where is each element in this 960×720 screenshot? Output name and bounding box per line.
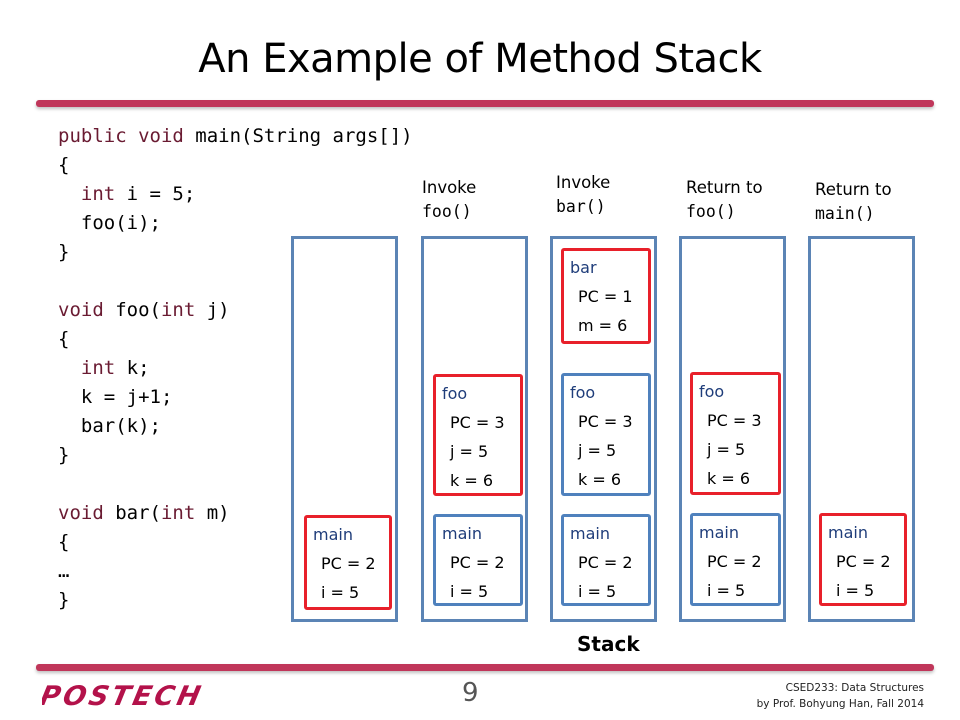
- frame-name: foo: [699, 382, 725, 401]
- code-line: }: [58, 444, 70, 466]
- frame-main: main PC = 2 i = 5: [819, 513, 907, 606]
- frame-name: main: [442, 524, 482, 543]
- frame-main: main PC = 2 i = 5: [561, 514, 651, 606]
- caption-invoke-foo: Invoke foo(): [422, 176, 476, 224]
- caption-text: Return to: [686, 178, 763, 197]
- frame-line: j = 5: [707, 440, 746, 459]
- frame-name: foo: [570, 383, 596, 402]
- frame-line: PC = 2: [321, 554, 376, 573]
- frame-line: i = 5: [707, 581, 746, 600]
- code-line: int k;: [80, 357, 150, 379]
- frame-line: PC = 3: [707, 411, 762, 430]
- caption-text: Invoke: [556, 173, 611, 192]
- code-line: void foo(int j): [58, 299, 230, 321]
- frame-line: j = 5: [578, 441, 617, 460]
- frame-line: k = 6: [450, 471, 494, 490]
- frame-name: main: [828, 523, 868, 542]
- caption-text: Return to: [815, 180, 892, 199]
- caption-return-foo: Return to foo(): [686, 176, 763, 224]
- frame-line: i = 5: [836, 581, 875, 600]
- frame-line: PC = 1: [578, 287, 633, 306]
- frame-line: m = 6: [578, 316, 628, 335]
- frame-name: main: [570, 524, 610, 543]
- caption-return-main: Return to main(): [815, 178, 892, 226]
- caption-method: foo(): [686, 202, 736, 221]
- footer-course: CSED233: Data Structures: [785, 682, 924, 694]
- code-line: int i = 5;: [80, 183, 196, 205]
- frame-line: i = 5: [578, 582, 617, 601]
- frame-line: PC = 3: [450, 413, 505, 432]
- svg-text:POSTECH: POSTECH: [42, 681, 206, 710]
- frame-line: j = 5: [450, 442, 489, 461]
- bottom-divider: [36, 664, 934, 671]
- code-line: {: [58, 154, 70, 176]
- frame-name: foo: [442, 384, 468, 403]
- slide-title: An Example of Method Stack: [198, 36, 762, 82]
- caption-method: bar(): [556, 197, 606, 216]
- frame-main: main PC = 2 i = 5: [433, 514, 523, 606]
- footer-instructor: by Prof. Bohyung Han, Fall 2014: [756, 698, 924, 710]
- caption-method: foo(): [422, 202, 472, 221]
- postech-logo: POSTECH: [42, 681, 206, 710]
- frame-line: k = 6: [707, 469, 751, 488]
- page-number: 9: [462, 678, 479, 708]
- frame-line: PC = 3: [578, 412, 633, 431]
- frame-line: PC = 2: [450, 553, 505, 572]
- frame-line: PC = 2: [707, 552, 762, 571]
- code-line: foo(i);: [58, 212, 161, 234]
- frame-name: main: [313, 525, 353, 544]
- code-line: …: [58, 560, 70, 582]
- code-line: k = j+1;: [58, 386, 173, 408]
- frame-line: k = 6: [578, 470, 622, 489]
- caption-method: main(): [815, 204, 875, 223]
- code-line: void bar(int m): [58, 502, 230, 524]
- top-divider: [36, 100, 934, 107]
- frame-name: main: [699, 523, 739, 542]
- frame-foo: foo PC = 3 j = 5 k = 6: [561, 373, 651, 496]
- code-line: }: [58, 589, 70, 611]
- frame-line: PC = 2: [836, 552, 891, 571]
- caption-text: Invoke: [422, 178, 477, 197]
- frame-foo: foo PC = 3 j = 5 k = 6: [690, 372, 781, 495]
- frame-line: i = 5: [450, 582, 489, 601]
- stack-label: Stack: [577, 632, 640, 656]
- frame-foo: foo PC = 3 j = 5 k = 6: [433, 374, 523, 496]
- frame-line: PC = 2: [578, 553, 633, 572]
- frame-line: i = 5: [321, 583, 360, 602]
- code-line: bar(k);: [58, 415, 161, 437]
- code-line: {: [58, 531, 70, 553]
- code-line: {: [58, 328, 70, 350]
- code-line: public void main(String args[]): [58, 125, 413, 147]
- frame-bar: bar PC = 1 m = 6: [561, 248, 651, 344]
- code-listing: public void main(String args[]) { int i …: [58, 122, 413, 615]
- course-footer: CSED233: Data Structures by Prof. Bohyun…: [757, 680, 924, 712]
- code-line: }: [58, 241, 70, 263]
- frame-main: main PC = 2 i = 5: [304, 515, 392, 610]
- caption-invoke-bar: Invoke bar(): [556, 171, 610, 219]
- frame-main: main PC = 2 i = 5: [690, 513, 781, 606]
- frame-name: bar: [570, 258, 597, 277]
